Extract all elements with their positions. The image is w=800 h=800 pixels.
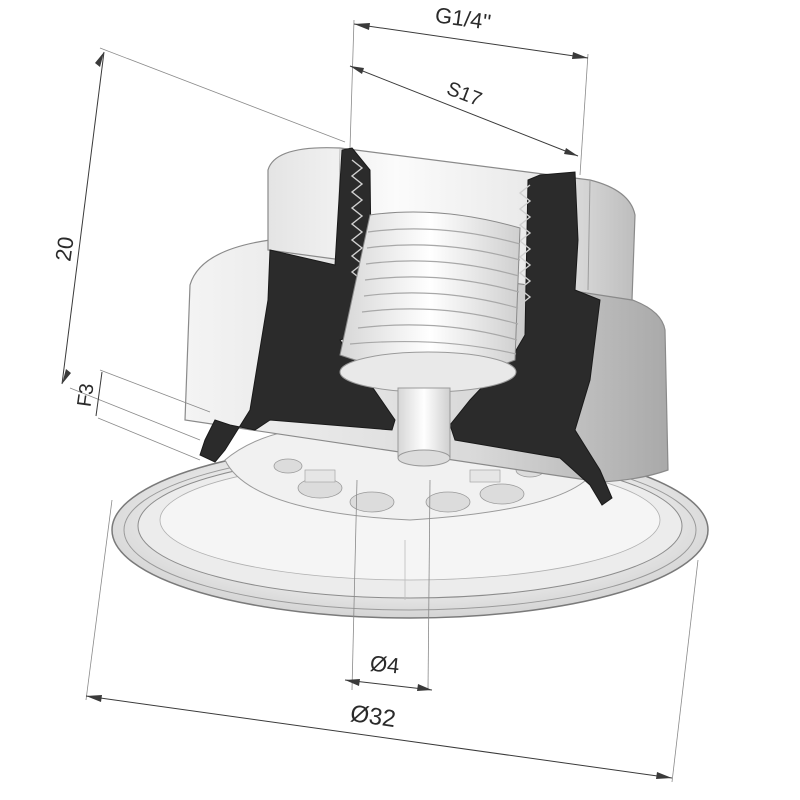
threaded-bore (339, 211, 521, 467)
height-label: 20 (50, 235, 78, 263)
wrench-size-label: S17 (444, 78, 485, 111)
section-cut (199, 147, 613, 506)
cup-diameter-label: Ø32 (349, 700, 398, 733)
thread-size-label: G1/4'' (434, 2, 493, 35)
dimension-lines (61, 19, 699, 783)
hole-diameter-label: Ø4 (369, 651, 401, 679)
stroke-label: F3 (74, 382, 99, 408)
